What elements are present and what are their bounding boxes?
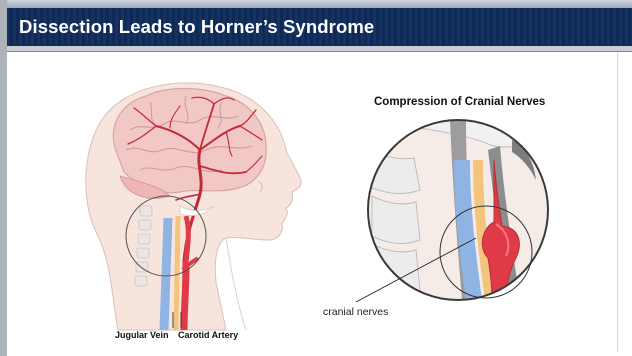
carotid-artery-label: Carotid Artery xyxy=(178,330,238,340)
cranial-nerves-label: cranial nerves xyxy=(323,306,388,318)
brain xyxy=(113,89,266,199)
compression-title: Compression of Cranial Nerves xyxy=(374,96,545,108)
jugular-vein-label: Jugular Vein xyxy=(115,330,169,340)
zoom-view xyxy=(368,120,548,300)
